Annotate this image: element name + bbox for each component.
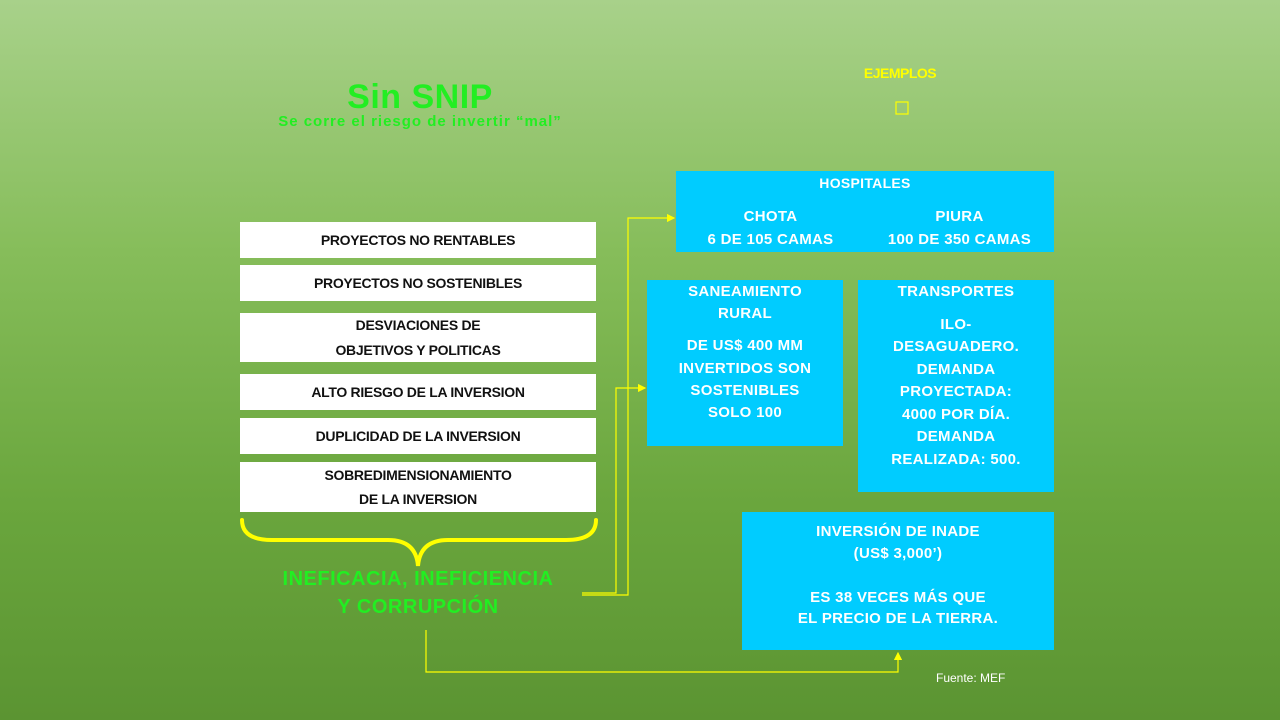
curly-brace xyxy=(240,518,598,567)
problem-item-line: PROYECTOS NO RENTABLES xyxy=(320,231,516,248)
example-box-line: EL PRECIO DE LA TIERRA. xyxy=(797,610,999,628)
conclusion-line: Y CORRUPCIÓN xyxy=(337,596,499,618)
source-note: Fuente: MEF xyxy=(936,671,1006,685)
example-box-line: DEMANDA xyxy=(916,360,996,378)
problem-item-line: OBJETIVOS Y POLITICAS xyxy=(335,341,501,358)
problem-item-line: SOBREDIMENSIONAMIENTO xyxy=(324,466,512,483)
page-title: Sin SNIP xyxy=(347,78,493,116)
example-box-line: DE US$ 400 MM xyxy=(686,337,804,355)
problem-item-line: DUPLICIDAD DE LA INVERSION xyxy=(315,427,521,444)
hospital-chota: CHOTA 6 DE 105 CAMAS xyxy=(676,206,865,251)
hospital-detail: 6 DE 105 CAMAS xyxy=(707,230,834,248)
example-box-line: REALIZADA: 500. xyxy=(891,450,1021,468)
problem-item-sobredimensionamiento: SOBREDIMENSIONAMIENTO DE LA INVERSION xyxy=(240,462,596,512)
hospital-detail: 100 DE 350 CAMAS xyxy=(887,230,1032,248)
example-box-line: RURAL xyxy=(718,305,772,323)
conclusion-line: INEFICACIA, INEFICIENCIA xyxy=(282,568,554,590)
example-box-header: HOSPITALES xyxy=(819,175,911,191)
example-box-line: INVERTIDOS SON xyxy=(678,359,812,377)
example-box-line: INVERSIÓN DE INADE xyxy=(816,523,980,540)
example-box-inade: INVERSIÓN DE INADE (US$ 3,000’) ES 38 VE… xyxy=(742,512,1054,650)
example-box-transportes: TRANSPORTES ILO- DESAGUADERO. DEMANDA PR… xyxy=(858,280,1054,492)
example-box-line: DEMANDA xyxy=(916,428,996,445)
problem-item-line: DESVIACIONES DE xyxy=(355,317,481,333)
example-box-line: DESAGUADERO. xyxy=(892,338,1020,355)
example-box-line: ES 38 VECES MÁS QUE xyxy=(810,588,986,606)
example-box-hospitales: HOSPITALES CHOTA 6 DE 105 CAMAS PIURA 10… xyxy=(676,171,1054,252)
example-box-line: SOSTENIBLES xyxy=(690,381,800,399)
conclusion-text: INEFICACIA, INEFICIENCIA Y CORRUPCIÓN xyxy=(240,565,596,621)
connector-to-hospitals xyxy=(582,213,676,596)
hospital-piura: PIURA 100 DE 350 CAMAS xyxy=(865,206,1054,251)
example-box-line: 4000 POR DÍA. xyxy=(901,405,1011,423)
page-subtitle: Se corre el riesgo de invertir “mal” xyxy=(278,113,562,130)
problem-item-duplicidad: DUPLICIDAD DE LA INVERSION xyxy=(240,418,596,454)
hospital-name: PIURA xyxy=(935,208,984,225)
example-box-line: SANEAMIENTO xyxy=(688,283,802,300)
connector-to-saneamiento xyxy=(582,383,647,594)
problem-item-line: DE LA INVERSION xyxy=(359,491,477,507)
pointing-hand-icon xyxy=(895,101,909,115)
examples-label: EJEMPLOS xyxy=(863,65,937,81)
problem-item-no-sostenibles: PROYECTOS NO SOSTENIBLES xyxy=(240,265,596,301)
example-box-line: ILO- xyxy=(940,315,972,333)
example-box-line: (US$ 3,000’) xyxy=(853,544,943,562)
problem-item-desviaciones: DESVIACIONES DE OBJETIVOS Y POLITICAS xyxy=(240,313,596,362)
example-box-saneamiento: SANEAMIENTO RURAL DE US$ 400 MM INVERTID… xyxy=(647,280,843,446)
problem-item-no-rentables: PROYECTOS NO RENTABLES xyxy=(240,222,596,258)
hospital-name: CHOTA xyxy=(743,208,798,225)
example-box-line: PROYECTADA: xyxy=(899,383,1013,400)
connector-to-inade xyxy=(425,630,903,673)
example-box-line: TRANSPORTES xyxy=(897,283,1015,300)
problem-item-line: PROYECTOS NO SOSTENIBLES xyxy=(313,274,523,291)
example-box-line: SOLO 100 xyxy=(707,403,783,421)
problem-item-alto-riesgo: ALTO RIESGO DE LA INVERSION xyxy=(240,374,596,410)
problem-item-line: ALTO RIESGO DE LA INVERSION xyxy=(311,383,525,400)
